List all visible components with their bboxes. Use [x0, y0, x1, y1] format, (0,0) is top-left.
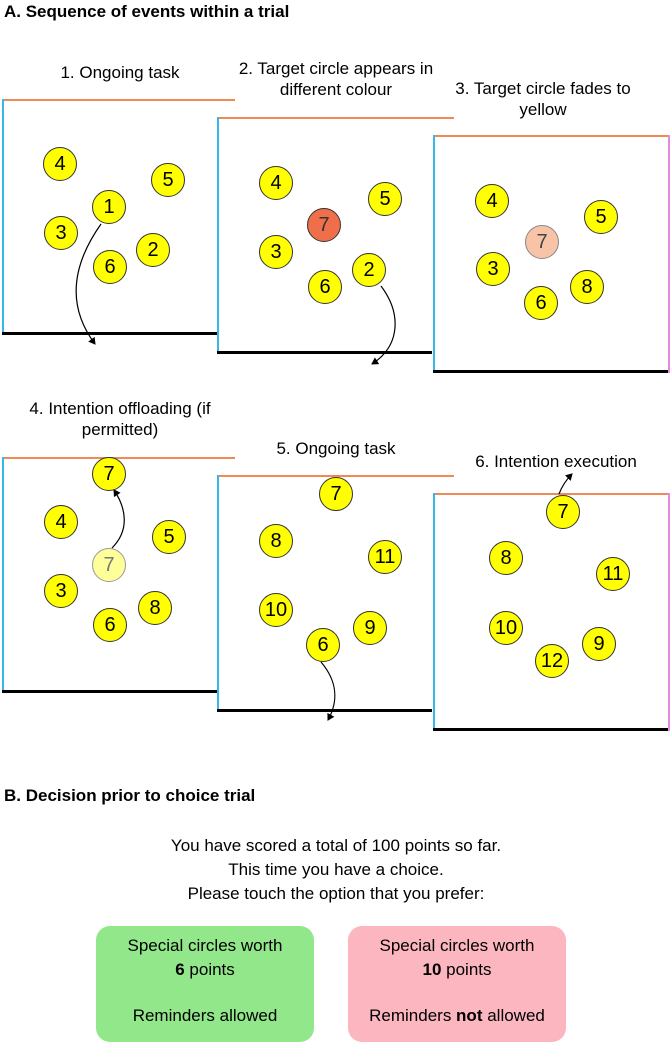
number-circle[interactable]: 9: [582, 627, 616, 661]
panel-border-left: [2, 99, 4, 335]
trial-panel-2: 4 5 7 3 2 6: [217, 117, 454, 354]
option-line: Special circles worth: [127, 936, 283, 955]
target-circle-red[interactable]: 7: [307, 208, 341, 242]
trial-panel-5: 7 8 11 10 9 6: [217, 475, 454, 712]
step-5-label: 5. Ongoing task: [276, 439, 396, 458]
trial-panel-3: 4 5 7 3 8 6: [433, 135, 670, 373]
trial-panel-4: 7 4 5 7 3 8 6: [2, 457, 235, 693]
reminder-circle[interactable]: 7: [546, 495, 580, 529]
target-circle-faded[interactable]: 7: [92, 548, 126, 582]
number-circle[interactable]: 3: [44, 574, 78, 608]
number-circle[interactable]: 6: [306, 628, 340, 662]
option-reminder-text: Reminders not allowed: [369, 1006, 545, 1025]
section-a-title: A. Sequence of events within a trial: [4, 2, 290, 21]
panel-border-left: [433, 493, 435, 731]
number-circle[interactable]: 11: [368, 540, 402, 574]
panel-border-left: [2, 457, 4, 693]
number-circle[interactable]: 7: [319, 477, 353, 511]
option-reminders-allowed-button[interactable]: Special circles worth 6 points Reminders…: [96, 926, 314, 1042]
panel-border-left: [433, 135, 435, 373]
prompt-line: Please touch the option that you prefer:: [187, 884, 485, 903]
number-circle[interactable]: 11: [596, 557, 630, 591]
number-circle[interactable]: 2: [352, 253, 386, 287]
panel-border-bottom: [217, 351, 432, 354]
number-circle[interactable]: 6: [93, 250, 127, 284]
panel-border-bottom: [2, 332, 217, 335]
number-circle[interactable]: 6: [308, 270, 342, 304]
number-circle[interactable]: 2: [136, 233, 170, 267]
trial-panel-1: 4 5 1 3 2 6: [2, 99, 235, 335]
panel-border-left: [217, 117, 219, 354]
panel-border-bottom: [217, 709, 432, 712]
option-points: 6 points: [175, 960, 235, 979]
number-circle[interactable]: 4: [259, 166, 293, 200]
panel-border-bottom: [2, 690, 217, 693]
option-line: Special circles worth: [379, 936, 535, 955]
panel-border-right: [668, 135, 670, 373]
number-circle[interactable]: 8: [570, 270, 604, 304]
prompt-line: You have scored a total of 100 points so…: [170, 836, 502, 855]
number-circle[interactable]: 10: [489, 611, 523, 645]
panel-border-bottom: [433, 728, 670, 731]
number-circle[interactable]: 8: [138, 591, 172, 625]
number-circle[interactable]: 4: [44, 505, 78, 539]
option-points: 10 points: [422, 960, 492, 979]
arrow-6: [558, 473, 573, 495]
target-circle-fading[interactable]: 7: [525, 225, 559, 259]
panel-border-top: [2, 99, 235, 101]
number-circle[interactable]: 8: [489, 541, 523, 575]
number-circle[interactable]: 10: [259, 593, 293, 627]
number-circle[interactable]: 5: [368, 182, 402, 216]
number-circle[interactable]: 6: [524, 286, 558, 320]
step-2-label: 2. Target circle appears in different co…: [238, 59, 434, 99]
number-circle[interactable]: 1: [92, 190, 126, 224]
trial-panel-6: 7 8 11 10 9 12: [433, 493, 670, 731]
number-circle[interactable]: 6: [93, 608, 127, 642]
panel-border-top: [433, 135, 670, 137]
panel-border-left: [217, 475, 219, 712]
number-circle[interactable]: 12: [535, 644, 569, 678]
panel-border-top: [217, 117, 454, 119]
number-circle[interactable]: 8: [259, 524, 293, 558]
number-circle[interactable]: 5: [584, 200, 618, 234]
number-circle[interactable]: 3: [476, 252, 510, 286]
step-4-label: 4. Intention offloading (if permitted): [29, 399, 211, 439]
step-3-label: 3. Target circle fades to yellow: [455, 79, 631, 119]
choice-prompt: You have scored a total of 100 points so…: [0, 834, 672, 906]
panel-border-top: [433, 493, 670, 495]
step-1-label: 1. Ongoing task: [60, 63, 180, 82]
panel-border-bottom: [433, 370, 670, 373]
prompt-line: This time you have a choice.: [228, 860, 444, 879]
number-circle[interactable]: 5: [152, 520, 186, 554]
option-reminders-not-allowed-button[interactable]: Special circles worth 10 points Reminder…: [348, 926, 566, 1042]
number-circle[interactable]: 3: [44, 216, 78, 250]
panel-border-right: [668, 493, 670, 731]
panel-border-top: [217, 475, 454, 477]
section-b-title: B. Decision prior to choice trial: [4, 786, 256, 805]
number-circle[interactable]: 5: [151, 163, 185, 197]
number-circle[interactable]: 9: [353, 611, 387, 645]
number-circle[interactable]: 4: [475, 184, 509, 218]
step-6-label: 6. Intention execution: [475, 452, 637, 471]
panel-border-top: [2, 457, 235, 459]
offloaded-reminder-circle[interactable]: 7: [92, 457, 126, 491]
number-circle[interactable]: 4: [43, 147, 77, 181]
number-circle[interactable]: 3: [259, 235, 293, 269]
option-reminder-text: Reminders allowed: [132, 1006, 278, 1025]
